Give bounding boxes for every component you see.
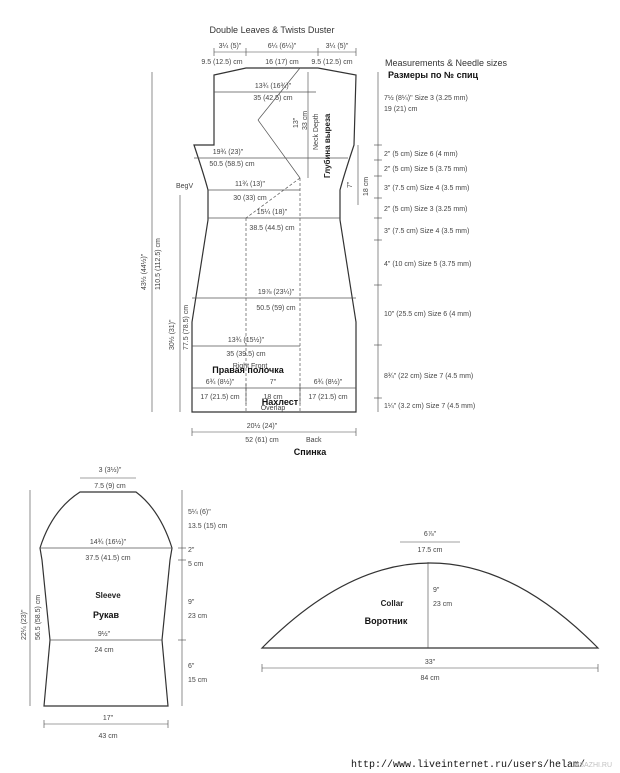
neck-depth-in: 13" (293, 117, 300, 128)
sleeve-upper-cm: 37.5 (41.5) cm (85, 555, 130, 562)
sleeve-upper-in: 14¾ (16½)" (90, 538, 127, 546)
sleeve-bottom-cm: 43 cm (98, 733, 117, 740)
chest-in: 19¾ (23)" (213, 149, 244, 156)
watermark: VSAZHI.RU (575, 762, 612, 769)
right-front-label: Right Front (233, 363, 268, 370)
needle-row-5: 2" (5 cm) Size 3 (3.25 mm) (384, 206, 467, 213)
chest-cm: 50.5 (58.5) cm (209, 161, 254, 168)
collar-bottom-cm: 84 cm (420, 675, 439, 682)
sleeve-length-cm: 56.5 (58.5) cm (35, 595, 42, 640)
collar-outline (260, 562, 600, 649)
front-in: 13¾ (15½)" (228, 336, 265, 344)
overlap-in: 7" (270, 379, 277, 386)
back-ru: Спинка (294, 447, 327, 457)
needle-row-9: 8¾" (22 cm) Size 7 (4.5 mm) (384, 373, 473, 380)
begv-label: BegV (176, 183, 193, 190)
bottom-left-cm: 17 (21.5) cm (200, 394, 239, 401)
top-left-cm: 9.5 (12.5) cm (201, 59, 242, 66)
footer-url: http://www.liveinternet.ru/users/helam/ (351, 759, 585, 771)
neck-v-left (257, 67, 301, 121)
sleeve-mid-cm: 23 cm (188, 613, 207, 620)
upper-in: 11¾ (13)" (235, 181, 265, 188)
sleeve-top-in: 3 (3½)" (99, 466, 122, 474)
sleeve-cap-in: 5¼ (6)" (188, 509, 211, 516)
neck-depth-label: Neck Depth (313, 113, 320, 150)
sleeve-piece: 3 (3½)" 7.5 (9) cm 14¾ (16½)" 37.5 (41.5… (21, 466, 227, 740)
collar-top-cm: 17.5 cm (418, 547, 443, 554)
sleeve-cuff-cm: 15 cm (188, 677, 207, 684)
needle-row-3: 2" (5 cm) Size 5 (3.75 mm) (384, 166, 467, 173)
armhole-in: 7" (347, 181, 354, 188)
collar-top-in: 6⅞" (424, 531, 437, 538)
sleeve-cuff-in: 6" (188, 663, 195, 670)
needle-row-2: 2" (5 cm) Size 6 (4 mm) (384, 151, 458, 158)
measurements-heading-ru: Размеры по № спиц (388, 70, 479, 80)
sleeve-cap-cm: 13.5 (15) cm (188, 523, 227, 530)
overlap-cm: 18 cm (263, 394, 282, 401)
collar-piece: 6⅞" 17.5 cm 9" 23 cm Collar Воротник 33"… (260, 531, 600, 682)
total-length-in: 43½ (44½)" (140, 253, 148, 290)
bottom-right-cm: 17 (21.5) cm (308, 394, 347, 401)
needle-row-6: 3" (7.5 cm) Size 4 (3.5 mm) (384, 228, 469, 235)
sleeve-mid-in: 9" (188, 599, 195, 606)
neck-depth-cm: 33 cm (302, 111, 309, 130)
waist-in: 15¼ (18)" (257, 209, 288, 216)
sleeve-width-in: 9½" (98, 630, 111, 638)
collar-height-cm: 23 cm (433, 601, 452, 608)
hip-cm: 50.5 (59) cm (256, 305, 295, 312)
top-right-cm: 9.5 (12.5) cm (311, 59, 352, 66)
sleeve-bottom-in: 17" (103, 715, 114, 722)
waist-cm: 38.5 (44.5) cm (249, 225, 294, 232)
side-length-cm: 77.5 (78.5) cm (183, 305, 190, 350)
overlap-ru: Нахлест (262, 397, 299, 407)
measurements-column: Measurements & Needle sizes Размеры по №… (374, 58, 508, 412)
bottom-in: 20½ (24)" (247, 422, 278, 430)
upper-cm: 30 (33) cm (233, 195, 267, 202)
needle-row-1b: 19 (21) cm (384, 106, 418, 113)
body-outline (191, 67, 357, 413)
collar-height-in: 9" (433, 587, 440, 594)
side-length-in: 30½ (31)" (168, 319, 176, 350)
armhole-cm: 18 cm (363, 177, 370, 196)
sleeve-top-cm: 7.5 (9) cm (94, 483, 126, 490)
measurements-heading: Measurements & Needle sizes (385, 58, 508, 68)
bottom-right-in: 6¾ (8½)" (314, 378, 343, 386)
top-right-in: 3¼ (5)" (326, 43, 349, 50)
top-mid-in: 6¼ (6¼)" (268, 43, 297, 50)
collar-label-ru: Воротник (365, 616, 408, 626)
neck-v-right (257, 119, 301, 179)
sleeve-length-in: 22¼ (23)" (21, 609, 28, 640)
needle-row-4: 3" (7.5 cm) Size 4 (3.5 mm) (384, 185, 469, 192)
total-length-cm: 110.5 (112.5) cm (155, 238, 162, 290)
overlap-label: Overlap (261, 405, 286, 412)
neck-depth-ru: Глубина выреза (323, 113, 332, 178)
shoulder-cm: 35 (42.5) cm (253, 95, 292, 102)
sleeve-label-ru: Рукав (93, 610, 120, 620)
shoulder-in: 13¾ (16¾)" (255, 83, 292, 90)
needle-row-8: 10" (25.5 cm) Size 6 (4 mm) (384, 311, 471, 318)
sleeve-outline (39, 491, 173, 707)
top-left-in: 3¼ (5)" (219, 43, 242, 50)
diagram-title: Double Leaves & Twists Duster (210, 25, 335, 35)
bottom-left-in: 6¾ (8½)" (206, 378, 235, 386)
bottom-cm: 52 (61) cm (245, 437, 279, 444)
front-edge-dash (245, 177, 301, 219)
front-cm: 35 (39.5) cm (226, 351, 265, 358)
sleeve-band-in: 2" (188, 547, 195, 554)
top-mid-cm: 16 (17) cm (265, 59, 299, 66)
right-front-ru: Правая полочка (212, 365, 284, 375)
sleeve-width-cm: 24 cm (94, 647, 113, 654)
sleeve-label: Sleeve (95, 591, 121, 600)
needle-row-7: 4" (10 cm) Size 5 (3.75 mm) (384, 261, 471, 268)
needle-row-1a: 7½ (8¼)" Size 3 (3.25 mm) (384, 94, 468, 102)
collar-label: Collar (381, 599, 404, 608)
collar-bottom-in: 33" (425, 659, 436, 666)
back-label: Back (306, 437, 322, 444)
body-piece: 3¼ (5)" 9.5 (12.5) cm 6¼ (6¼)" 16 (17) c… (140, 43, 370, 457)
sleeve-band-cm: 5 cm (188, 561, 203, 568)
needle-row-10: 1¼" (3.2 cm) Size 7 (4.5 mm) (384, 403, 475, 410)
hip-in: 19⅞ (23¼)" (258, 289, 295, 296)
